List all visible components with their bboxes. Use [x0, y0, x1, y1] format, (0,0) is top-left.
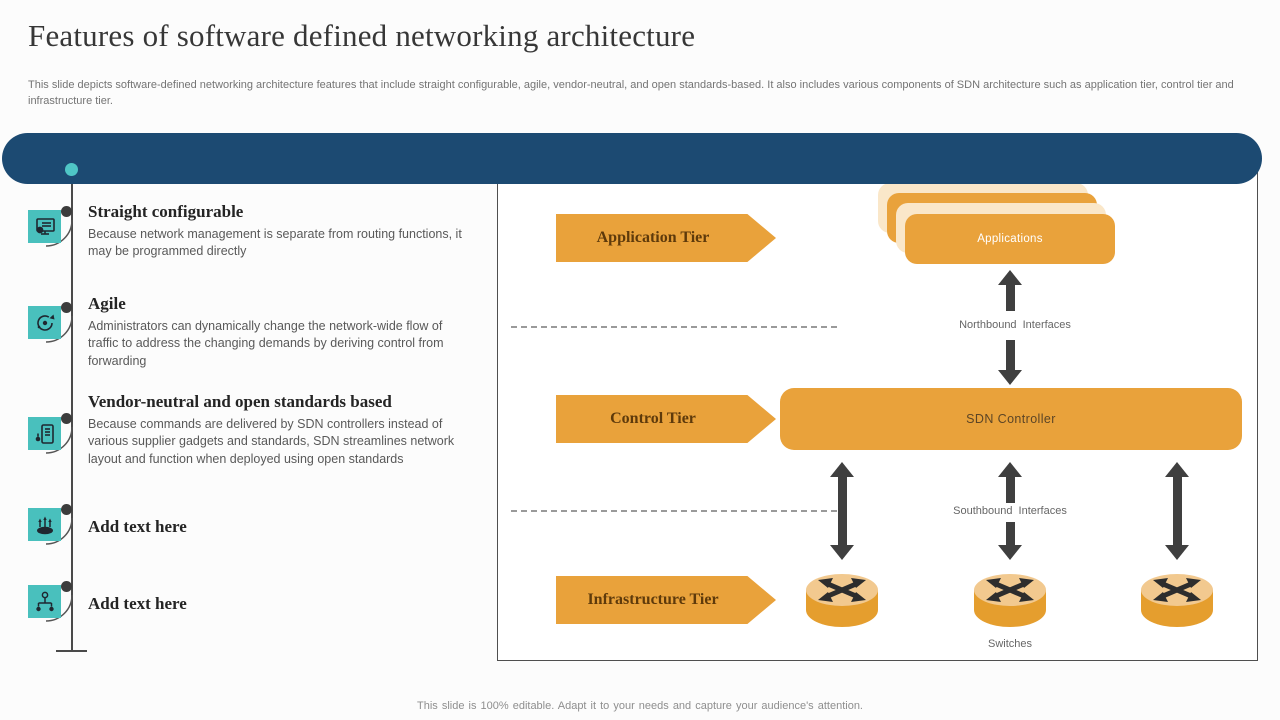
tier-label: Control Tier — [610, 410, 696, 427]
feature-title: Agile — [88, 294, 126, 313]
control-tier-arrow: Control Tier — [556, 395, 776, 443]
feature-title: Straight configurable — [88, 202, 244, 221]
tier-label: Infrastructure Tier — [587, 591, 719, 608]
switch-icon — [972, 566, 1048, 630]
page-title: Features of software defined networking … — [28, 18, 696, 53]
southbound-arrow-middle-bottom — [998, 522, 1022, 560]
feature-item: Agile Administrators can dynamically cha… — [88, 294, 463, 370]
timeline-node-dot — [61, 413, 72, 424]
connector-arc — [45, 426, 73, 454]
feature-title: Vendor-neutral and open standards based — [88, 392, 392, 411]
timeline-node-dot — [61, 206, 72, 217]
slide-subtitle: This slide depicts software-defined netw… — [28, 79, 1234, 107]
applications-label: Applications — [977, 233, 1043, 245]
northbound-interfaces-label: Northbound Interfaces — [925, 319, 1105, 331]
switches-label: Switches — [987, 638, 1033, 650]
footer-note: This slide is 100% editable. Adapt it to… — [417, 700, 863, 712]
timeline-start-dot — [65, 163, 78, 176]
hierarchy-icon — [28, 585, 61, 618]
southbound-arrow-middle-top — [998, 462, 1022, 503]
feature-item: Add text here — [88, 517, 463, 541]
network-arrows-icon — [28, 508, 61, 541]
connector-arc — [45, 315, 73, 343]
server-key-icon — [28, 417, 61, 450]
feature-title: Add text here — [88, 517, 187, 536]
infrastructure-tier-arrow: Infrastructure Tier — [556, 576, 776, 624]
connector-arc — [45, 594, 73, 622]
timeline-node-dot — [61, 581, 72, 592]
switch-icon — [804, 566, 880, 630]
switch-icon — [1139, 566, 1215, 630]
feature-desc: Because commands are delivered by SDN co… — [88, 417, 455, 466]
timeline-node-dot — [61, 302, 72, 313]
monitor-gear-icon — [28, 210, 61, 243]
connector-arc — [45, 517, 73, 545]
southbound-arrow-left — [830, 462, 854, 560]
southbound-interfaces-label: Southbound Interfaces — [920, 505, 1100, 517]
feature-item: Vendor-neutral and open standards based … — [88, 392, 463, 468]
sdn-controller-label: SDN Controller — [966, 412, 1056, 426]
feature-title: Add text here — [88, 594, 187, 613]
tier-divider-dashed-line — [511, 326, 837, 328]
northbound-arrow-down — [998, 340, 1022, 385]
sdn-controller-box: SDN Controller — [780, 388, 1242, 450]
timeline-line — [71, 177, 73, 650]
timeline-node-dot — [61, 504, 72, 515]
northbound-arrow-up — [998, 270, 1022, 311]
timeline-end-cap — [56, 650, 87, 652]
application-tier-arrow: Application Tier — [556, 214, 776, 262]
tier-divider-dashed-line — [511, 510, 837, 512]
applications-box: Applications — [905, 214, 1115, 264]
feature-item: Straight configurable Because network ma… — [88, 202, 463, 261]
connector-arc — [45, 219, 73, 247]
feature-desc: Administrators can dynamically change th… — [88, 319, 444, 368]
tier-label: Application Tier — [596, 229, 710, 246]
agile-cycle-icon — [28, 306, 61, 339]
header-ribbon — [2, 133, 1262, 184]
feature-item: Add text here — [88, 594, 463, 618]
feature-desc: Because network management is separate f… — [88, 227, 462, 259]
southbound-arrow-right — [1165, 462, 1189, 560]
